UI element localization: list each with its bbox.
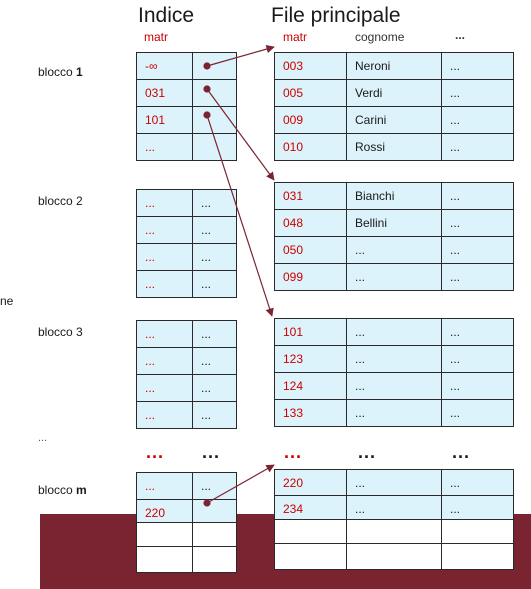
file-cognome-cell: ...: [346, 495, 442, 520]
file-matr-cell: 099: [274, 263, 347, 291]
file-gap-ellipsis: ...: [452, 442, 471, 462]
index-pointer-cell: [192, 522, 237, 547]
file-cognome-cell: [346, 519, 442, 544]
file-cognome-cell: Bellini: [346, 209, 442, 237]
main-cognome-header: cognome: [355, 30, 405, 44]
file-more-cell: ...: [441, 345, 514, 373]
index-key-cell: 101: [136, 106, 193, 134]
file-cognome-cell: Bianchi: [346, 182, 442, 210]
file-matr-cell: 234: [274, 495, 347, 520]
index-pointer-cell: [192, 52, 237, 80]
index-key-cell: ...: [136, 270, 193, 298]
index-pointer-cell: ...: [192, 216, 237, 244]
index-key-cell: ...: [136, 243, 193, 271]
file-more-cell: ...: [441, 182, 514, 210]
index-pointer-cell: ...: [192, 472, 237, 500]
index-key-cell: [136, 522, 193, 547]
file-matr-cell: [274, 543, 347, 570]
file-cognome-cell: ...: [346, 236, 442, 264]
index-key-cell: ...: [136, 347, 193, 375]
file-cognome-cell: Rossi: [346, 133, 442, 161]
index-key-cell: ...: [136, 133, 193, 161]
file-more-cell: ...: [441, 469, 514, 496]
index-pointer-cell: ...: [192, 401, 237, 429]
file-matr-cell: 123: [274, 345, 347, 373]
file-matr-cell: 010: [274, 133, 347, 161]
index-pointer-cell: [192, 106, 237, 134]
file-cognome-cell: Neroni: [346, 52, 442, 80]
file-matr-cell: 009: [274, 106, 347, 134]
blocks-ellipsis: ...: [38, 432, 48, 444]
block-label-3: blocco 3: [38, 325, 83, 339]
file-matr-cell: 050: [274, 236, 347, 264]
file-more-cell: ...: [441, 318, 514, 346]
file-matr-cell: 031: [274, 182, 347, 210]
file-cognome-cell: ...: [346, 372, 442, 400]
main-matr-header: matr: [283, 30, 307, 44]
main-more-header: ...: [455, 28, 466, 42]
index-key-cell: ...: [136, 216, 193, 244]
block-label-2: blocco 2: [38, 194, 83, 208]
index-key-cell: -∞: [136, 52, 193, 80]
index-pointer-cell: [192, 79, 237, 107]
index-pointer-cell: ...: [192, 374, 237, 402]
file-more-cell: [441, 519, 514, 544]
file-more-cell: ...: [441, 79, 514, 107]
index-key-cell: ...: [136, 472, 193, 500]
index-key-cell: ...: [136, 374, 193, 402]
file-cognome-cell: ...: [346, 399, 442, 427]
file-more-cell: ...: [441, 133, 514, 161]
cut-off-label: ne: [0, 294, 14, 308]
file-more-cell: ...: [441, 106, 514, 134]
file-cognome-cell: ...: [346, 263, 442, 291]
file-more-cell: [441, 543, 514, 570]
file-more-cell: ...: [441, 495, 514, 520]
index-key-cell: [136, 546, 193, 573]
file-more-cell: ...: [441, 209, 514, 237]
index-key-cell: ...: [136, 320, 193, 348]
file-matr-cell: 133: [274, 399, 347, 427]
index-pointer-cell: [192, 546, 237, 573]
file-matr-cell: 220: [274, 469, 347, 496]
index-column-header: matr: [144, 30, 168, 44]
index-pointer-cell: ...: [192, 189, 237, 217]
file-cognome-cell: ...: [346, 318, 442, 346]
file-more-cell: ...: [441, 399, 514, 427]
file-more-cell: ...: [441, 263, 514, 291]
index-key-cell: ...: [136, 401, 193, 429]
index-key-cell: 031: [136, 79, 193, 107]
index-key-cell: 220: [136, 499, 193, 523]
file-matr-cell: 101: [274, 318, 347, 346]
file-more-cell: ...: [441, 372, 514, 400]
index-pointer-cell: ...: [192, 243, 237, 271]
file-matr-cell: 048: [274, 209, 347, 237]
file-cognome-cell: ...: [346, 469, 442, 496]
file-cognome-cell: [346, 543, 442, 570]
block-label-1: blocco 1: [38, 65, 83, 79]
file-cognome-cell: ...: [346, 345, 442, 373]
file-more-cell: ...: [441, 236, 514, 264]
index-gap-ellipsis: ...: [202, 442, 221, 462]
file-cognome-cell: Verdi: [346, 79, 442, 107]
index-pointer-cell: ...: [192, 347, 237, 375]
file-gap-ellipsis: ...: [284, 442, 303, 462]
file-matr-cell: [274, 519, 347, 544]
file-matr-cell: 003: [274, 52, 347, 80]
index-pointer-cell: [192, 499, 237, 523]
main-file-heading: File principale: [271, 4, 401, 27]
index-heading: Indice: [138, 4, 195, 27]
file-more-cell: ...: [441, 52, 514, 80]
block-label-m: blocco m: [38, 483, 87, 497]
file-gap-ellipsis: ...: [358, 442, 377, 462]
file-cognome-cell: Carini: [346, 106, 442, 134]
index-pointer-cell: ...: [192, 270, 237, 298]
index-gap-ellipsis: ...: [146, 442, 165, 462]
index-pointer-cell: ...: [192, 320, 237, 348]
file-matr-cell: 005: [274, 79, 347, 107]
index-key-cell: ...: [136, 189, 193, 217]
file-matr-cell: 124: [274, 372, 347, 400]
index-pointer-cell: [192, 133, 237, 161]
